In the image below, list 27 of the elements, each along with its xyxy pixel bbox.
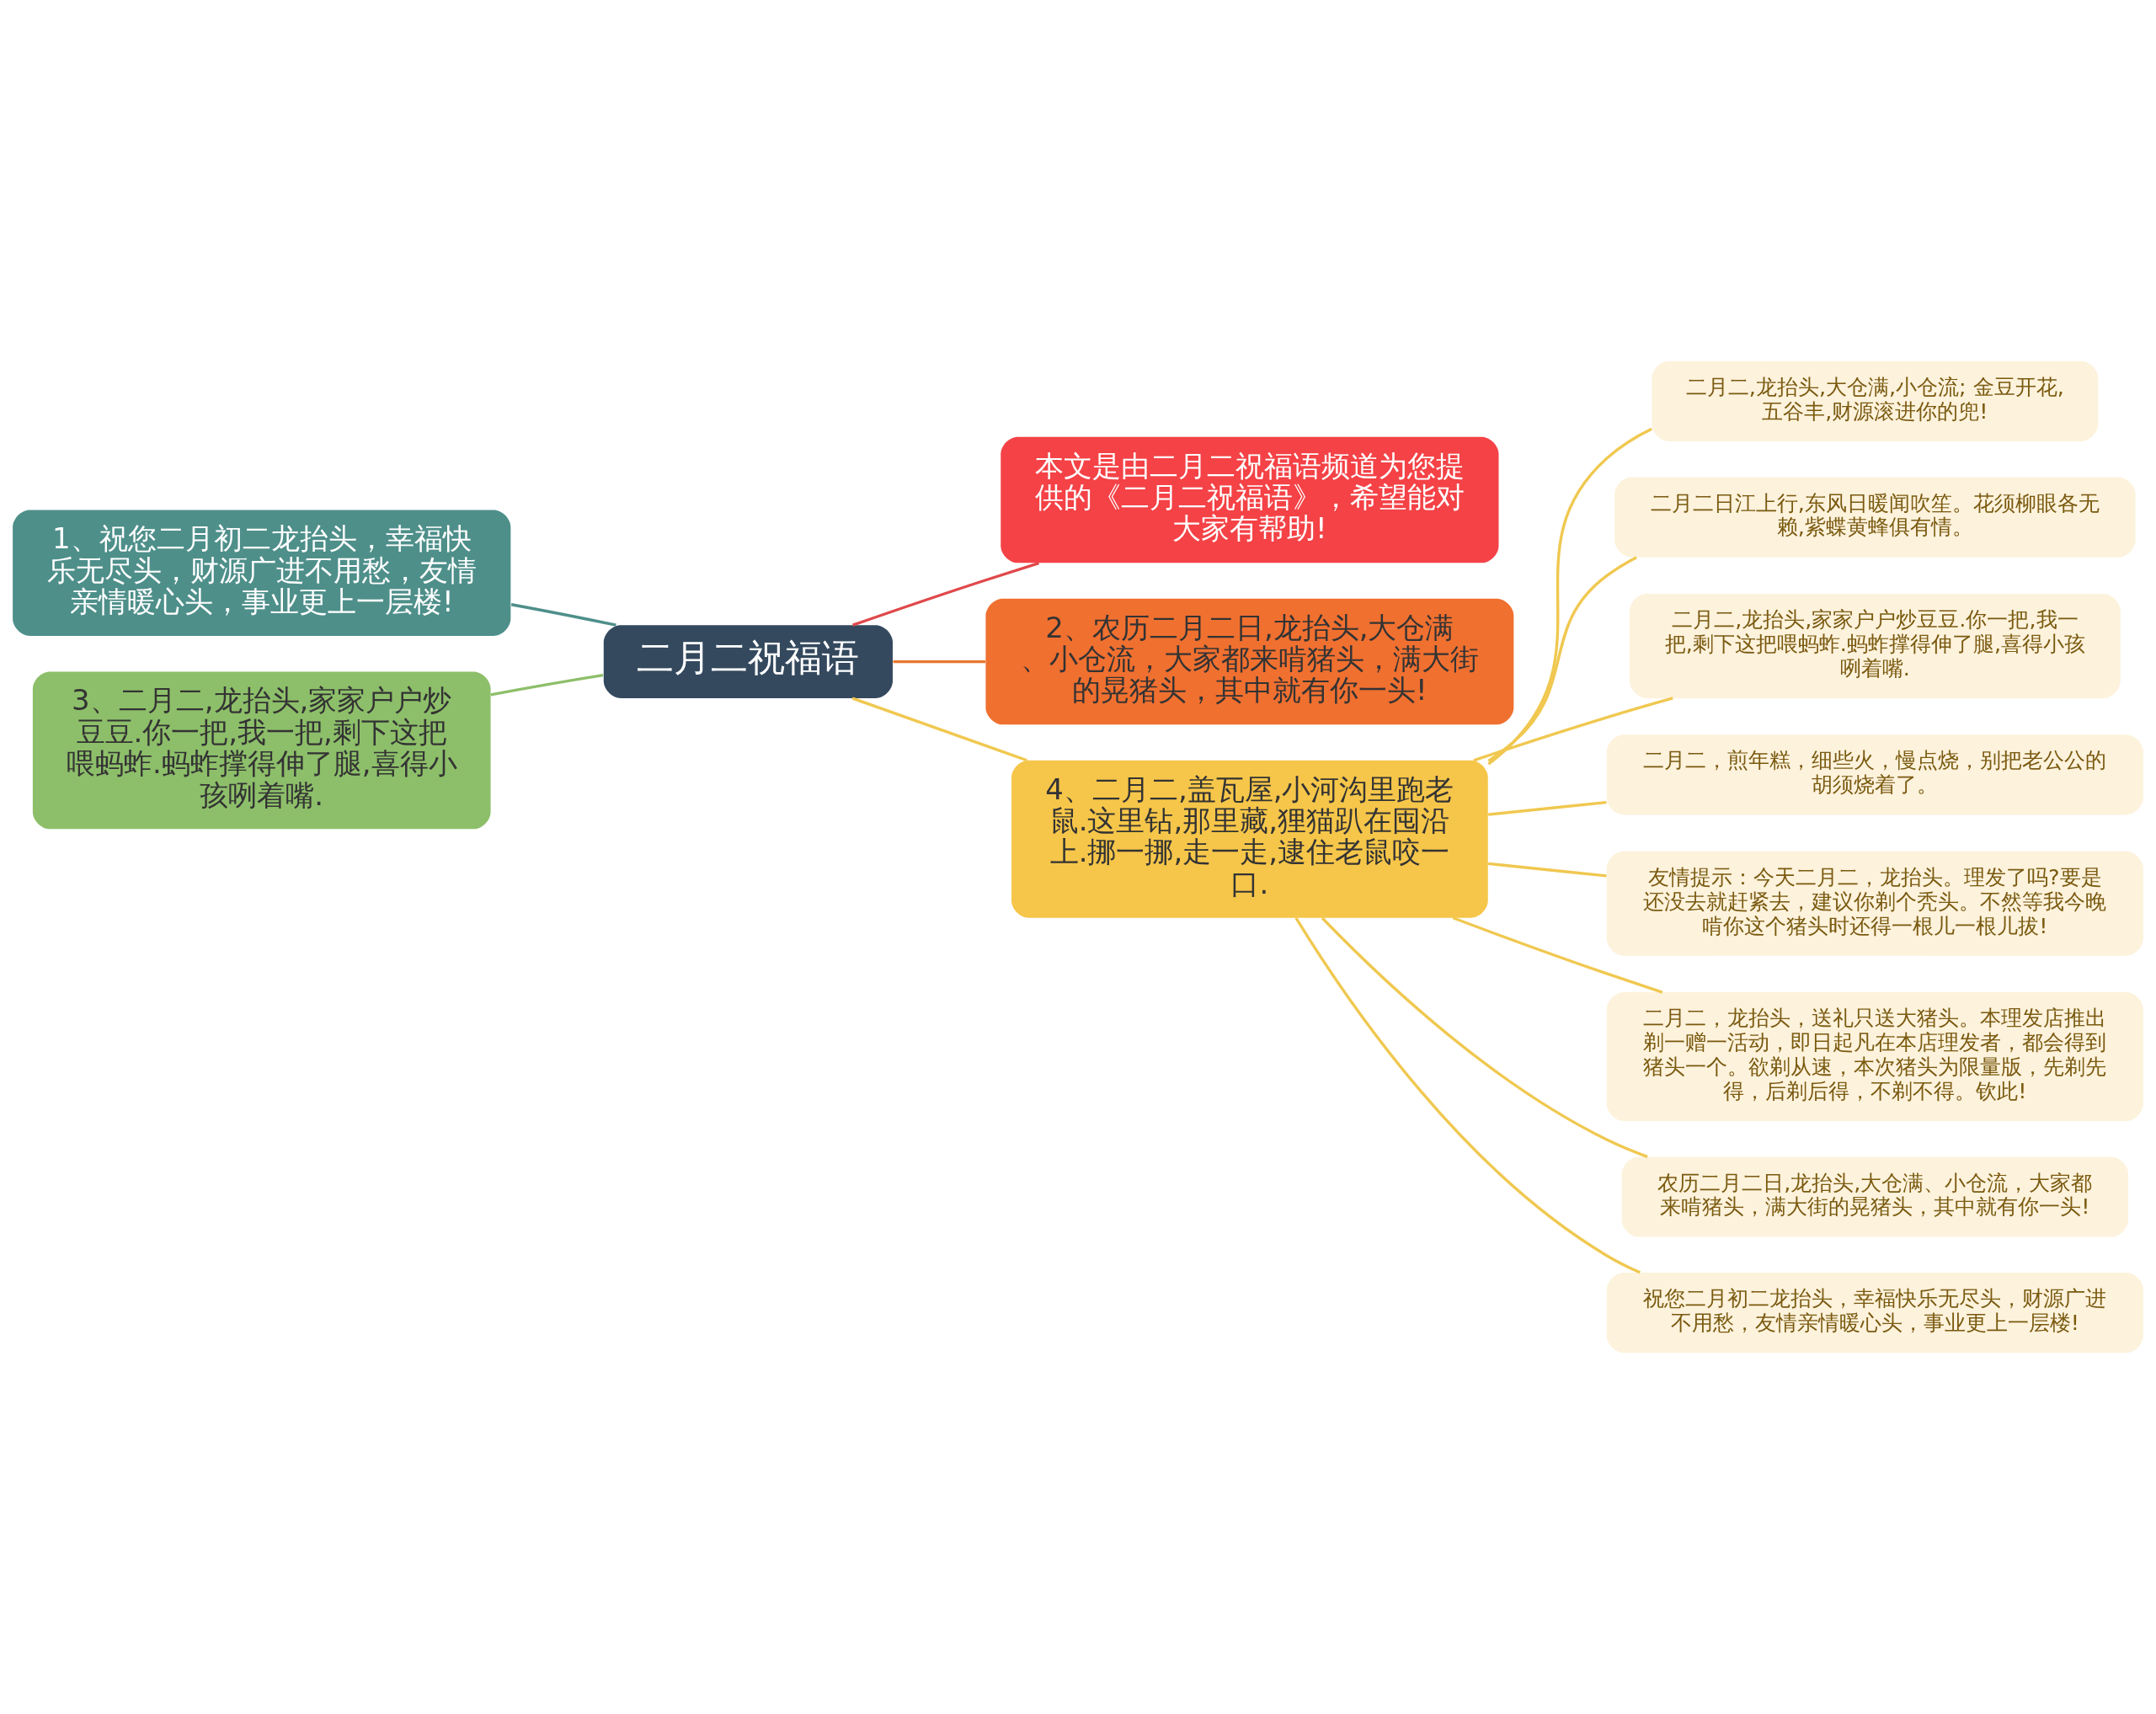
node-box: 二月二日江上行,东风日暖闻吹笙。花须柳眼各无赖,紫蝶黄蜂俱有情。 [1614,477,2136,558]
connector [490,673,604,697]
connector [510,603,616,627]
node-box: 祝您二月初二龙抬头，幸福快乐无尽头，财源广进不用愁，友情亲情暖心头，事业更上一层楼! [1606,1273,2143,1354]
connector [1452,916,1663,994]
node-box: 本文是由二月二祝福语频道为您提供的《二月二祝福语》，希望能对大家有帮助! [1001,436,1499,563]
connector [1487,800,1607,816]
connector [851,697,1027,762]
node-box: 二月二,龙抬头,大仓满,小仓流; 金豆开花,五谷丰,财源滚进你的兜! [1652,360,2099,441]
node-box: 1、祝您二月初二龙抬头，幸福快乐无尽头，财源广进不用愁，友情亲情暖心头，事业更上一层楼! [13,510,511,636]
node-box: 农历二月二日,龙抬头,大仓满、小仓流，大家都来啃猪头，满大街的晃猪头，其中就有你一头! [1621,1156,2129,1237]
node-box: 友情提示：今天二月二，龙抬头。理发了吗?要是还没去就赶紧去，建议你剃个秃头。不然等我今晚啃你这个猪头时还得一根儿一根儿拔! [1606,851,2143,956]
connector [1487,427,1652,766]
connector [852,562,1039,627]
connector [1294,917,1641,1274]
connector [893,659,985,664]
node-box: 2、农历二月二日,龙抬头,大仓满、小仓流，大家都来啃猪头，满大街的晃猪头，其中就有你一头! [985,598,1514,725]
node-box: 4、二月二,盖瓦屋,小河沟里跑老鼠.这里钻,那里藏,狸猫趴在囤沿上.挪一挪,走一走,逮住老鼠咬一口. [1011,760,1488,918]
connector [1473,697,1673,762]
node-box: 二月二祝福语 [603,625,893,698]
node-box: 二月二，龙抬头，送礼只送大猪头。本理发店推出剃一赠一活动，即日起凡在本店理发者，都会得到猪头一个。欲剃从速，本次猪头为限量版，先剃先得，后剃后得，不剃不得。钦此! [1606,992,2143,1121]
node-box: 二月二,龙抬头,家家户户炒豆豆.你一把,我一把,剩下这把喂蚂蚱.蚂蚱撑得伸了腿,喜得小孩咧着嘴. [1629,593,2121,698]
node-box: 二月二，煎年糕，细些火，慢点烧，别把老公公的胡须烧着了。 [1606,734,2143,815]
connector [1487,862,1607,878]
node-box: 3、二月二,龙抬头,家家户户炒豆豆.你一把,我一把,剩下这把喂蚂蚱.蚂蚱撑得伸了腿,喜得小孩咧着嘴. [32,671,491,830]
connector [1487,556,1637,762]
connector [1321,916,1648,1158]
